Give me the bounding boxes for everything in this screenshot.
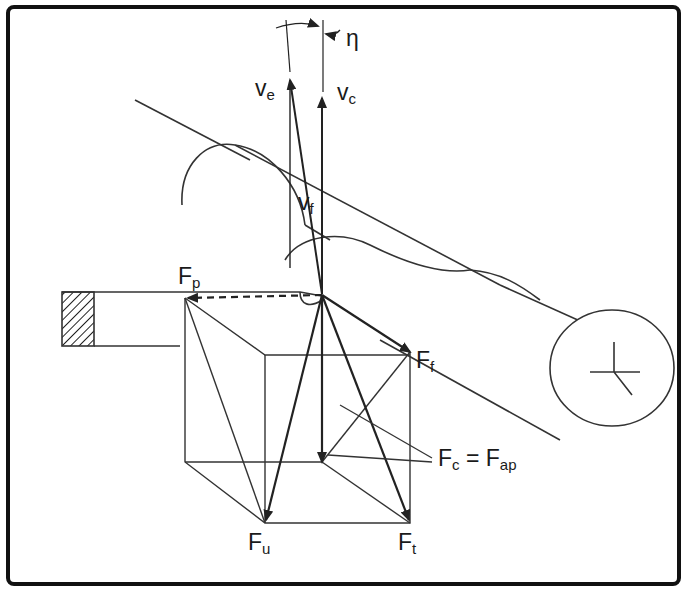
symbol-label: η (346, 26, 359, 51)
symbol-label: Fp (178, 264, 200, 292)
symbol-label: Fu (248, 530, 270, 558)
symbol-label: vc (337, 80, 356, 108)
symbol-label: vf (298, 190, 314, 218)
symbol-label: Fc = Fap (438, 446, 517, 474)
symbol-label: Ff (416, 348, 434, 376)
symbol-label: ve (255, 76, 275, 104)
symbol-label: Ft (398, 530, 416, 558)
